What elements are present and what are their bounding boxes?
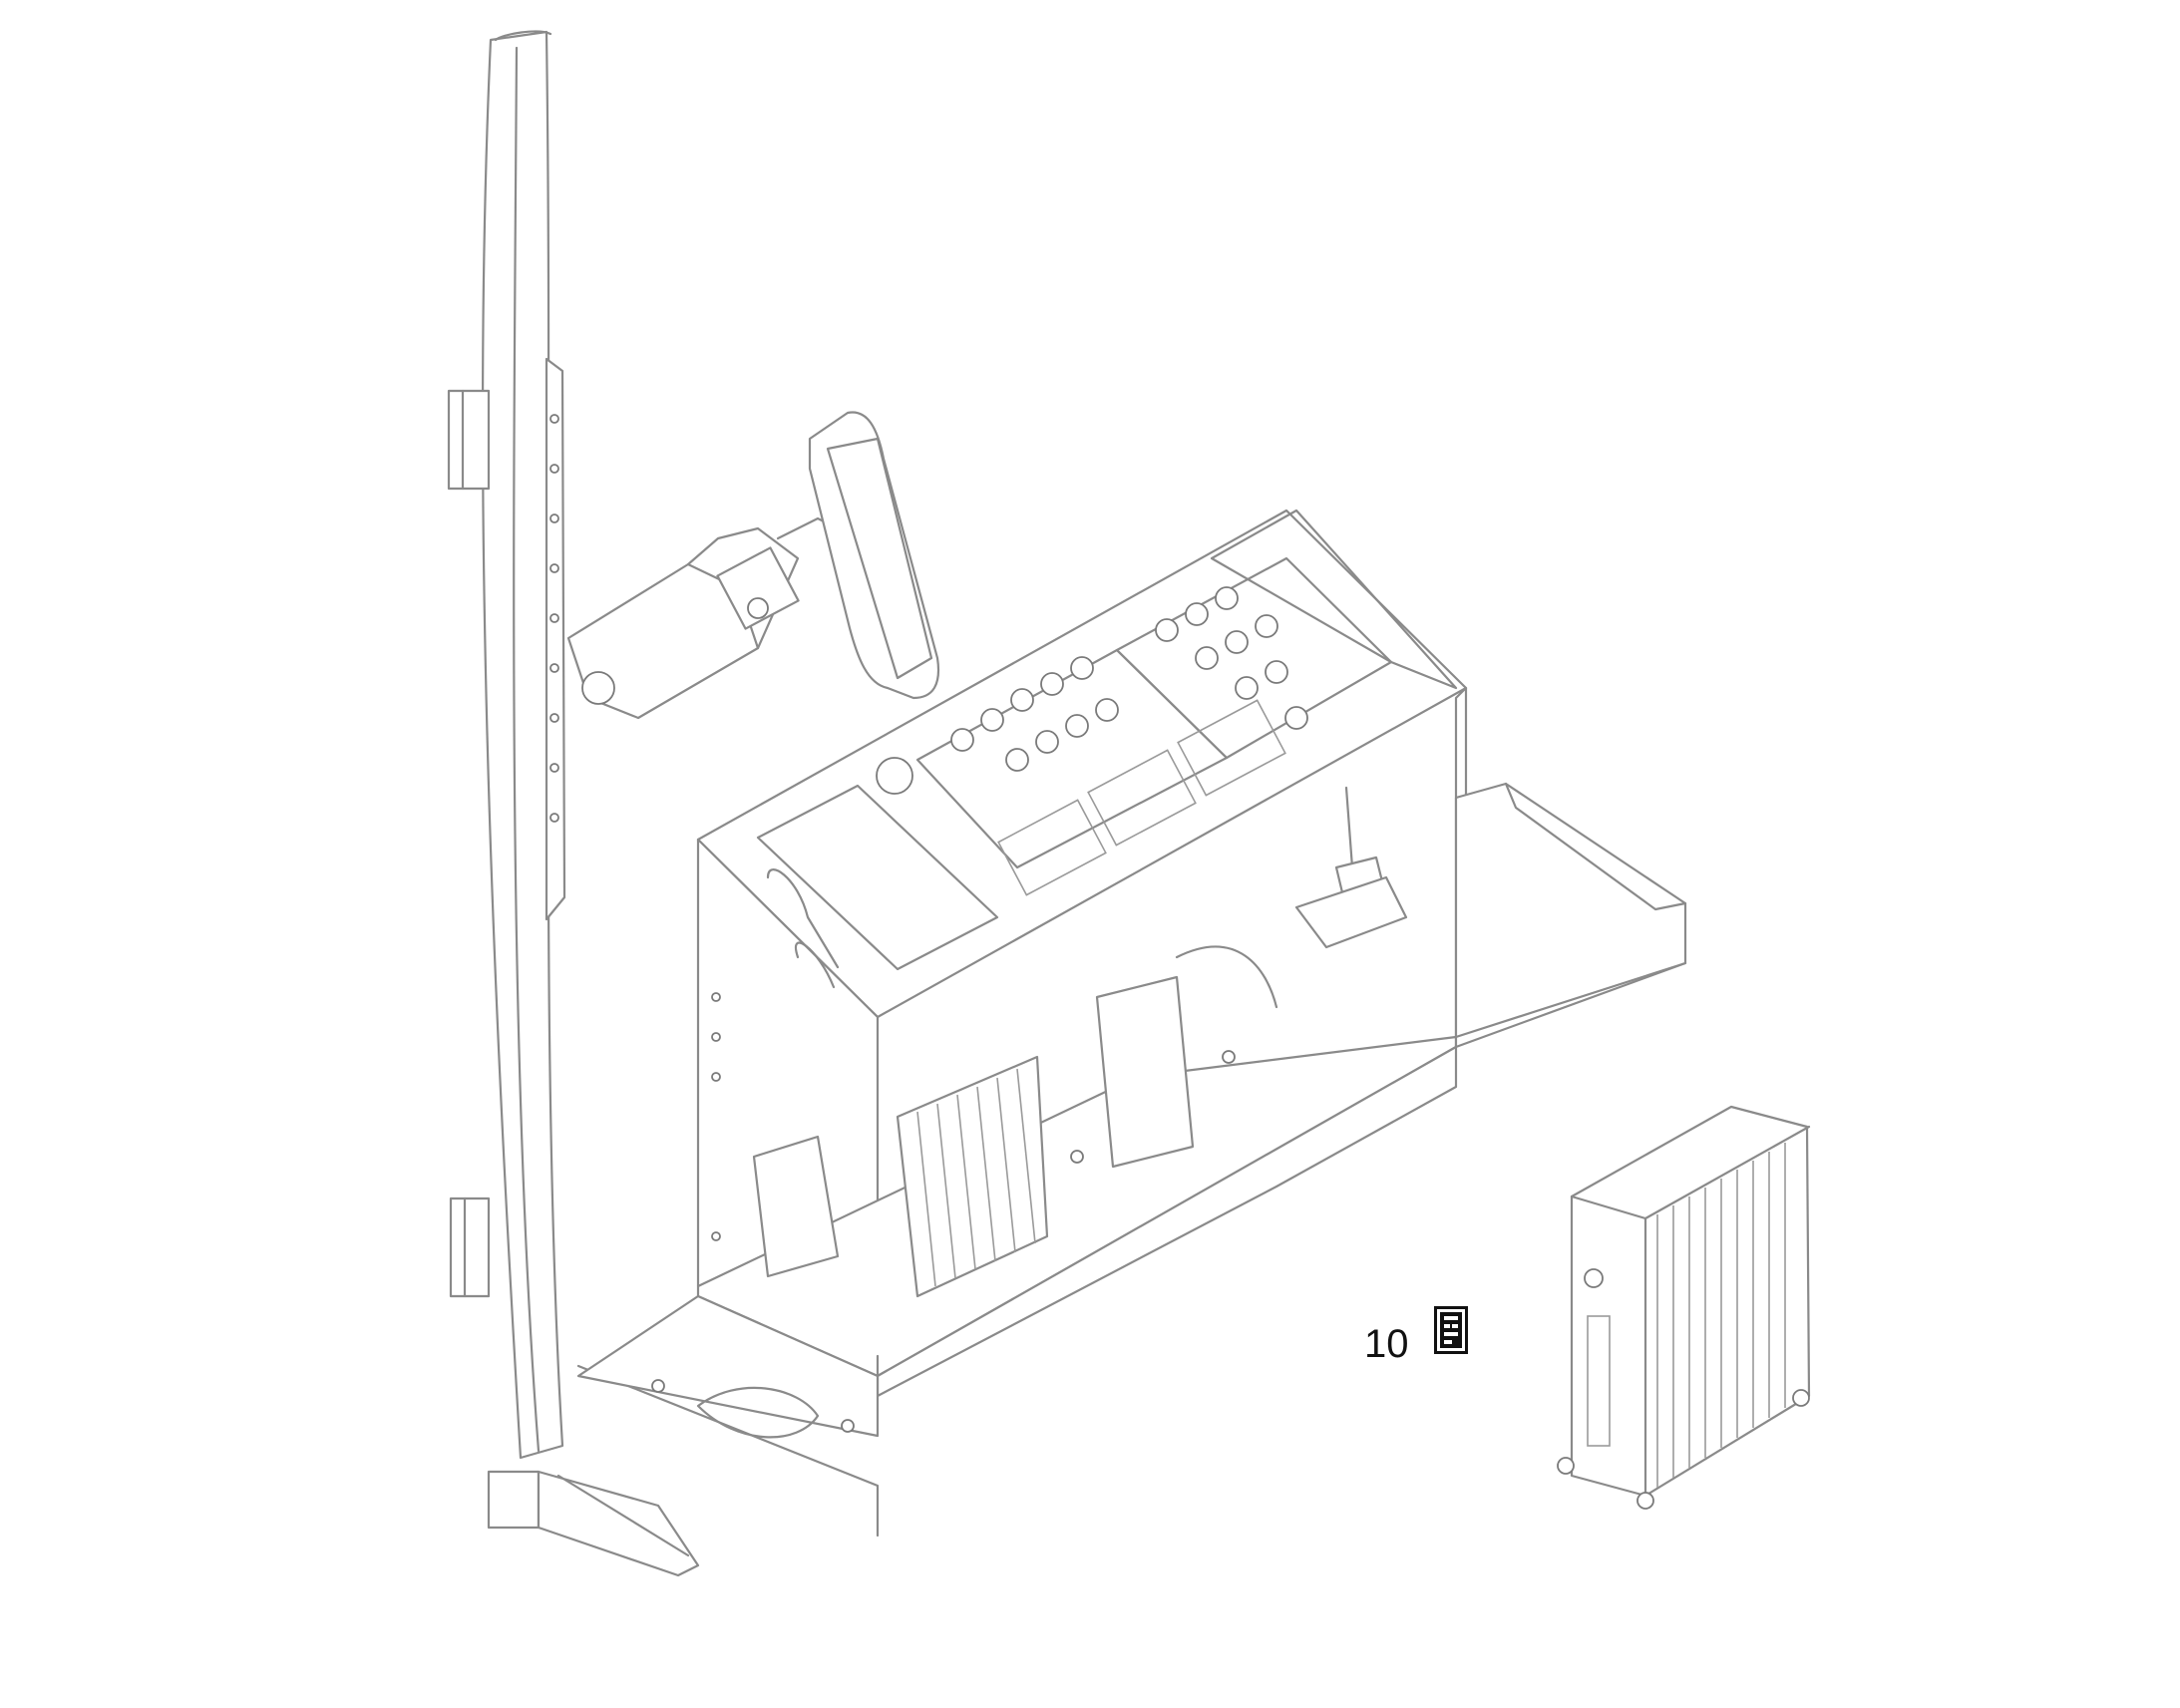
base-platform: [576, 1035, 1458, 1537]
monitor-display: [808, 411, 940, 700]
document-icon: [1434, 1306, 1468, 1354]
heat-exchanger-unit: [1557, 1105, 1811, 1510]
item-number-label: 10: [1364, 1322, 1409, 1366]
joystick: [1294, 786, 1408, 949]
inner-components: [752, 945, 1278, 1298]
display-window: [756, 784, 999, 971]
right-base-extension: [1454, 782, 1687, 1049]
mounting-rail: [545, 357, 566, 921]
base-cutout: [696, 1386, 820, 1439]
support-column: [447, 30, 700, 1577]
monitor-arm: [566, 516, 860, 720]
